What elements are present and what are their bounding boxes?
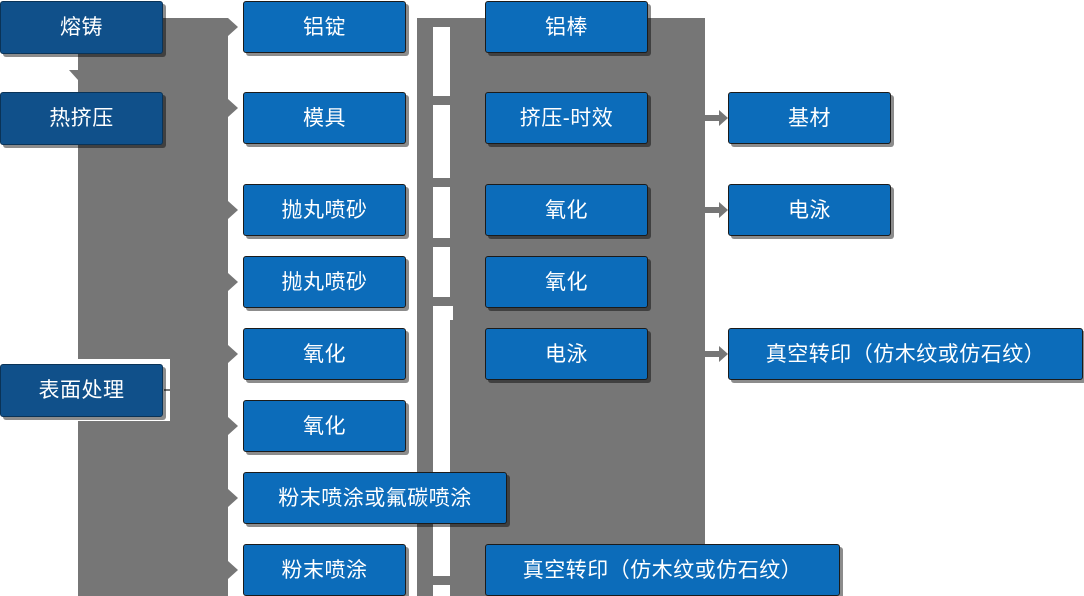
process-box-c2-8[interactable]: 粉末喷涂 <box>243 544 406 596</box>
process-box-c3-3-label: 氧化 <box>545 198 588 222</box>
output-box-c4-3[interactable]: 真空转印（仿木纹或仿石纹） <box>728 328 1083 380</box>
process-box-c2-2[interactable]: 模具 <box>243 92 406 144</box>
process-box-c2-4-label: 抛丸喷砂 <box>281 270 368 294</box>
output-box-c4-1[interactable]: 基材 <box>728 92 891 144</box>
stage-box-1-label: 熔铸 <box>60 16 103 39</box>
connector-tick-1 <box>432 18 452 27</box>
connector-tick-2 <box>432 96 452 105</box>
process-box-c2-2-label: 模具 <box>303 106 346 130</box>
process-box-c3-3[interactable]: 氧化 <box>485 184 648 236</box>
stage-box-3[interactable]: 表面处理 <box>0 364 163 417</box>
process-box-c3-1-label: 铝棒 <box>545 15 588 39</box>
connector-tick-6 <box>432 576 452 585</box>
process-box-c3-5-label: 电泳 <box>545 342 588 366</box>
process-box-c2-4[interactable]: 抛丸喷砂 <box>243 256 406 308</box>
stage-box-2[interactable]: 热挤压 <box>0 92 163 145</box>
connector-arrow-c2-3 <box>228 201 238 219</box>
stage-box-3-label: 表面处理 <box>38 379 125 402</box>
output-box-c4-3-label: 真空转印（仿木纹或仿石纹） <box>765 342 1046 366</box>
process-box-c2-3[interactable]: 抛丸喷砂 <box>243 184 406 236</box>
connector-arrow-c2-5 <box>228 345 238 363</box>
connector-arrow-c2-8 <box>228 561 238 579</box>
process-box-c2-7-label: 粉末喷涂或氟碳喷涂 <box>278 486 472 510</box>
process-box-c3-5[interactable]: 电泳 <box>485 328 648 380</box>
connector-notch-white <box>0 53 78 91</box>
process-box-c3-6[interactable]: 真空转印（仿木纹或仿石纹） <box>485 544 840 596</box>
connector-arrow-c4-2 <box>705 202 728 218</box>
stage-box-1[interactable]: 熔铸 <box>0 1 163 54</box>
process-box-c3-4[interactable]: 氧化 <box>485 256 648 308</box>
connector-line-stage3 <box>164 389 186 391</box>
process-box-c2-5[interactable]: 氧化 <box>243 328 406 380</box>
connector-arrow-c4-3 <box>705 346 728 362</box>
process-box-c2-8-label: 粉末喷涂 <box>281 558 368 582</box>
connector-arrow-c2-1 <box>228 18 238 36</box>
process-box-c3-1[interactable]: 铝棒 <box>485 1 648 53</box>
process-box-c2-1[interactable]: 铝锭 <box>243 1 406 53</box>
process-box-c2-5-label: 氧化 <box>303 342 346 366</box>
connector-arrow-c2-6 <box>228 417 238 435</box>
connector-arrow-c2-2 <box>228 99 238 117</box>
process-box-c2-6-label: 氧化 <box>303 414 346 438</box>
connector-arrow-c2-7 <box>228 489 238 507</box>
process-box-c3-4-label: 氧化 <box>545 270 588 294</box>
connector-arrow-c4-1 <box>705 110 728 126</box>
connector-spine-narrow <box>417 18 433 596</box>
process-box-c2-6[interactable]: 氧化 <box>243 400 406 452</box>
process-box-c2-1-label: 铝锭 <box>303 15 346 39</box>
process-box-c3-2[interactable]: 挤压-时效 <box>485 92 648 144</box>
connector-arrow-c2-4 <box>228 273 238 291</box>
stage-box-2-label: 热挤压 <box>49 107 114 130</box>
connector-spine-gap <box>433 306 453 320</box>
connector-arrow-down-stage2 <box>69 70 87 80</box>
process-box-c2-7[interactable]: 粉末喷涂或氟碳喷涂 <box>243 472 507 524</box>
connector-tick-5 <box>432 297 452 306</box>
process-box-c3-2-label: 挤压-时效 <box>519 106 614 130</box>
connector-tick-3 <box>432 178 452 187</box>
connector-tick-4 <box>432 238 452 247</box>
process-box-c2-3-label: 抛丸喷砂 <box>281 198 368 222</box>
output-box-c4-2-label: 电泳 <box>788 198 831 222</box>
output-box-c4-1-label: 基材 <box>788 106 831 130</box>
process-box-c3-6-label: 真空转印（仿木纹或仿石纹） <box>522 558 803 582</box>
output-box-c4-2[interactable]: 电泳 <box>728 184 891 236</box>
